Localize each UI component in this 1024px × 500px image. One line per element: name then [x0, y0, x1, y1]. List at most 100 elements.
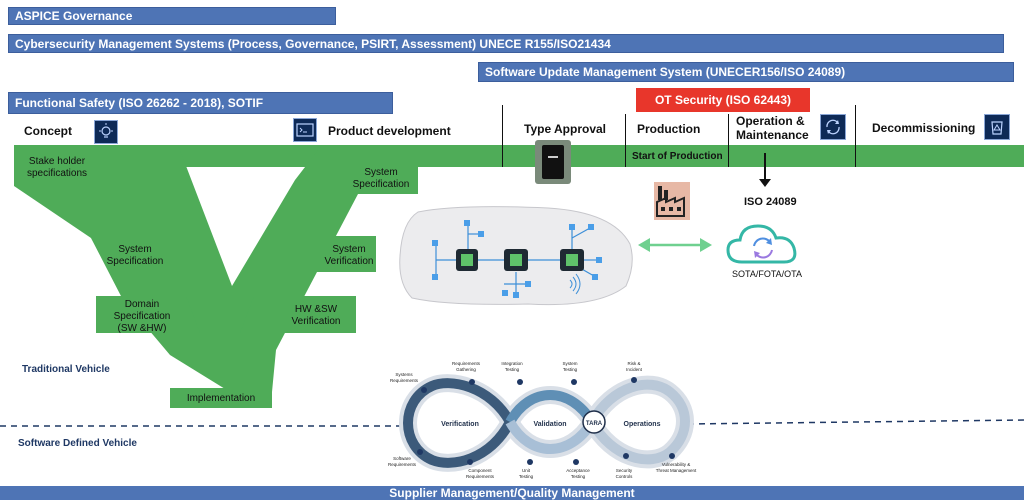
unit-line1: Unit: [522, 468, 531, 473]
cybersecurity-label: Cybersecurity Management Systems (Proces…: [15, 36, 611, 51]
traditional-vehicle-label: Traditional Vehicle: [22, 364, 110, 375]
v-system-verification: System Verification: [312, 244, 386, 268]
chip-icon: [504, 249, 528, 271]
phase-divider: [502, 105, 503, 167]
v-model-shape: [14, 145, 418, 392]
vuln-line2: Threat Management: [656, 468, 697, 473]
req-gath-line1: Requirements: [452, 361, 481, 366]
v-system-verif-line2: Verification: [324, 256, 374, 267]
down-arrow-icon: [759, 153, 771, 187]
vehicle-network-diagram: [399, 206, 633, 306]
v-model-shape: [270, 236, 376, 272]
v-system-spec-left-line2: Specification: [106, 256, 164, 267]
refresh-icon: [820, 114, 846, 140]
phase-type-approval: Type Approval: [524, 122, 607, 136]
v-domain-line1: Domain: [124, 299, 160, 310]
accept-line2: Testing: [571, 474, 586, 479]
loop-verification-arc: [403, 378, 515, 468]
comp-line1: Component: [468, 468, 492, 473]
v-system-spec-left: System Specification: [100, 244, 170, 268]
v-model-shape: [96, 296, 200, 333]
v-stakeholder-line1: Stake holder: [28, 156, 86, 167]
tara-circle: [582, 410, 606, 434]
unit-line2: Testing: [519, 474, 534, 479]
phase-concept: Concept: [24, 124, 72, 138]
phase-divider: [855, 105, 856, 167]
comp-line2: Requirements: [466, 474, 495, 479]
software-update-banner: Software Update Management System (UNECE…: [478, 62, 1014, 82]
phase-product-development: Product development: [328, 124, 451, 138]
v-domain-spec: Domain Specification (SW &HW): [104, 299, 180, 335]
ot-security-label: OT Security (ISO 62443): [654, 93, 792, 107]
risk-line2: Incident: [626, 367, 643, 372]
swreq-line2: Requirements: [388, 462, 417, 467]
v-stakeholder-line2: specifications: [26, 168, 88, 179]
timeline-bar: [14, 145, 1024, 167]
v-model-shape: [90, 236, 188, 272]
phase-maintenance: Maintenance: [736, 128, 809, 142]
systest-line1: System: [562, 361, 577, 366]
v-system-spec-right: System Specification: [346, 167, 416, 191]
wireless-icon: [569, 273, 581, 295]
chip-icon: [456, 249, 478, 271]
software-update-label: Software Update Management System (UNECE…: [485, 65, 846, 79]
cloud-sync-icon: [726, 224, 797, 264]
v-model-shape: [170, 388, 272, 408]
loop-validation-arc: [505, 390, 597, 425]
phase-production: Production: [637, 122, 701, 136]
v-hwsw-line2: Verification: [291, 316, 341, 327]
chip-icon: [560, 249, 584, 271]
lightbulb-icon: [94, 120, 118, 144]
server-icon: [535, 140, 571, 184]
dashed-separator: [0, 419, 1024, 427]
loop-validation-label: Validation: [533, 421, 566, 428]
loop-operations-label: Operations: [624, 421, 661, 428]
accept-line1: Acceptance: [566, 468, 590, 473]
factory-icon: [654, 182, 690, 220]
loop-verification-label: Verification: [441, 421, 479, 428]
risk-line1: Risk &: [627, 361, 640, 366]
v-model-shape: [240, 296, 356, 333]
ot-security-banner: OT Security (ISO 62443): [636, 88, 810, 112]
software-defined-vehicle-label: Software Defined Vehicle: [18, 438, 137, 449]
double-arrow-icon: [638, 238, 712, 252]
functional-safety-label: Functional Safety (ISO 26262 - 2018), SO…: [15, 96, 264, 110]
supplier-label: Supplier Management/Quality Management: [389, 486, 635, 500]
swreq-line1: Software: [393, 456, 411, 461]
phase-divider: [728, 114, 729, 167]
vuln-line1: Vulnerability &: [662, 462, 691, 467]
functional-safety-banner: Functional Safety (ISO 26262 - 2018), SO…: [8, 92, 393, 114]
sec-line2: Controls: [616, 474, 634, 479]
integ-line2: Testing: [505, 367, 520, 372]
v-implementation: Implementation: [186, 393, 256, 404]
phase-divider: [625, 114, 626, 167]
v-system-spec-right-line1: System: [364, 167, 398, 178]
start-of-production-label: Start of Production: [632, 151, 723, 162]
terminal-icon: [293, 118, 317, 142]
recycle-bin-icon: [984, 114, 1010, 140]
loop-validation-arc: [505, 419, 597, 454]
cybersecurity-banner: Cybersecurity Management Systems (Proces…: [8, 34, 1004, 53]
sota-label: SOTA/FOTA/OTA: [731, 269, 802, 279]
supplier-banner: Supplier Management/Quality Management: [0, 486, 1024, 500]
v-system-spec-right-line2: Specification: [352, 179, 410, 190]
infinity-loop-diagram: Verification Validation Operations TARA …: [388, 361, 697, 479]
iso24089-label: ISO 24089: [744, 196, 797, 208]
v-system-spec-left-line1: System: [118, 244, 152, 255]
v-hwsw-verification: HW &SW Verification: [276, 304, 356, 328]
sec-line1: Security: [616, 468, 633, 473]
systest-line2: Testing: [563, 367, 578, 372]
loop-tara-label: TARA: [586, 421, 603, 427]
v-stakeholder-spec: Stake holder specifications: [22, 156, 92, 180]
systems-req-line1: Systems: [395, 372, 413, 377]
aspice-banner: ASPICE Governance: [8, 7, 336, 25]
v-domain-line3: (SW &HW): [117, 323, 167, 334]
systems-req-line2: Requirements: [390, 378, 419, 383]
req-gath-line2: Gathering: [456, 367, 476, 372]
v-domain-line2: Specification: [113, 311, 171, 322]
v-hwsw-line1: HW &SW: [294, 304, 338, 315]
aspice-label: ASPICE Governance: [15, 9, 133, 23]
phase-decommissioning: Decommissioning: [872, 121, 976, 135]
phase-operation: Operation &: [736, 114, 805, 128]
